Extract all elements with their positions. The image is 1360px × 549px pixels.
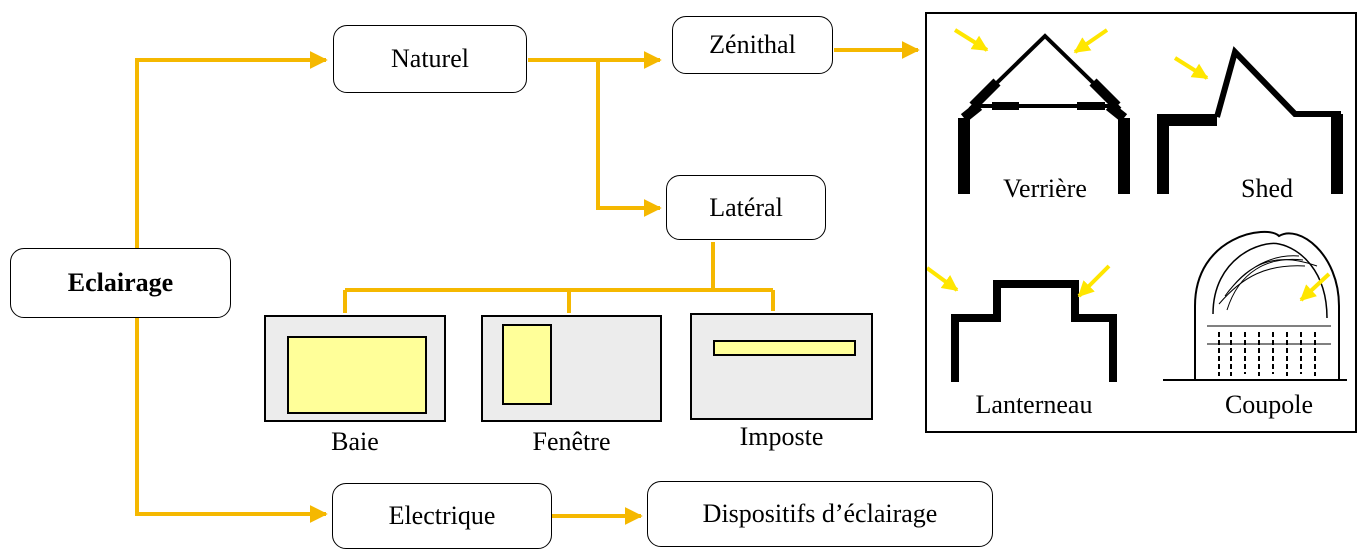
- caption-fenetre: Fenêtre: [532, 427, 611, 456]
- caption-lanterneau: Lanterneau: [975, 390, 1093, 419]
- lateral-node: Latéral: [666, 175, 826, 240]
- transom-window-icon: [690, 313, 873, 420]
- wide-window-icon: [264, 315, 446, 422]
- caption-baie: Baie: [331, 427, 379, 456]
- caption-imposte: Imposte: [739, 422, 824, 451]
- connector-naturel-lateral: [596, 60, 662, 217]
- roof-lantern-icon: [927, 264, 1117, 382]
- naturel-node: Naturel: [333, 25, 527, 93]
- eclairage-node: Eclairage: [10, 248, 231, 318]
- sawtooth-roof-icon: [1157, 46, 1343, 194]
- connector-lateral-windows: [343, 242, 775, 313]
- electrique-node: Electrique: [332, 483, 552, 549]
- dispositifs-node: Dispositifs d’éclairage: [647, 481, 993, 547]
- dome-icon: [1163, 230, 1347, 381]
- caption-shed: Shed: [1241, 174, 1293, 203]
- zenithal-roof-types: Verrière Shed Lanterneau Coupole: [925, 12, 1357, 433]
- connector-eclairage-electrique: [135, 315, 328, 523]
- caption-verriere: Verrière: [1003, 174, 1087, 203]
- tall-window-icon: [481, 315, 662, 422]
- caption-coupole: Coupole: [1224, 390, 1314, 419]
- glass-roof-icon: [953, 28, 1130, 194]
- connector-eclairage-naturel: [135, 51, 328, 248]
- zenithal-node: Zénithal: [672, 16, 833, 74]
